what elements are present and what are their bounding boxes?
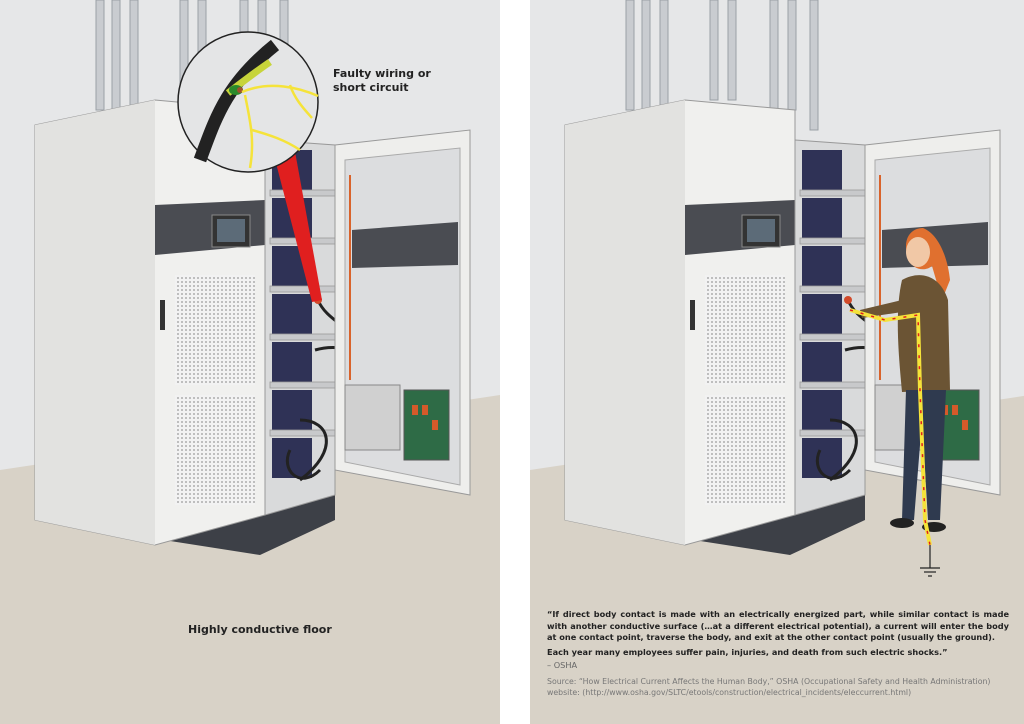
quote-text-2: Each year many employees suffer pain, in…	[547, 646, 948, 657]
magnified-wiring-callout	[177, 31, 319, 173]
floor-label: Highly conductive floor	[188, 623, 332, 636]
panel-divider	[505, 0, 530, 724]
osha-quote-block: “If direct body contact is made with an …	[547, 609, 1009, 698]
ground-symbol-icon	[920, 545, 940, 577]
fault-highlight-beam	[270, 135, 322, 302]
left-panel-illustration	[0, 0, 502, 724]
source-citation: Source: “How Electrical Current Affects …	[547, 676, 991, 697]
person-figure	[849, 228, 950, 546]
quote-text: “If direct body contact is made with an …	[547, 609, 1009, 642]
quote-attribution: – OSHA	[547, 660, 578, 670]
right-panel-illustration	[528, 0, 1024, 724]
callout-label: Faulty wiring or short circuit	[333, 67, 431, 94]
